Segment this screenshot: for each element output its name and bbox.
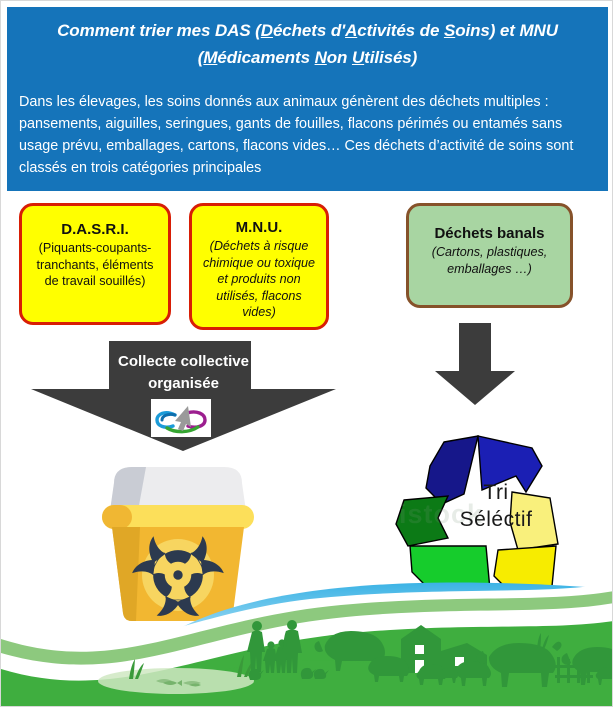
title-initial-d: D <box>260 21 273 40</box>
title-seg: échets d' <box>272 21 346 40</box>
title-initial-u: U <box>351 48 365 67</box>
title-seg: Comment trier mes DAS ( <box>57 21 261 40</box>
farm-landscape-illustration <box>1 582 612 706</box>
category-subtitle-mnu: (Déchets à risque chimique ou toxique et… <box>202 239 315 319</box>
page-title-line1: Comment trier mes DAS (Déchets d'Activit… <box>57 21 558 40</box>
dechets-banals-arrow <box>435 323 515 405</box>
sharps-container-illustration <box>76 453 266 623</box>
category-box-dasri: D.A.S.R.I. (Piquants-coupants-tranchants… <box>19 203 171 325</box>
category-subtitle-dasri: (Piquants-coupants-tranchants, éléments … <box>36 241 154 288</box>
page-title-line2: (Médicaments Non Utilisés) <box>197 48 418 67</box>
category-title-dechets-banals: Déchets banals <box>434 225 545 242</box>
title-initial-a: A <box>345 21 358 40</box>
header-panel: Comment trier mes DAS (Déchets d'Activit… <box>7 7 608 191</box>
title-seg: tilisés) <box>364 48 418 67</box>
title-initial-m: M <box>203 48 218 67</box>
collecte-logo-icon <box>151 399 211 437</box>
category-title-dasri: D.A.S.R.I. <box>61 221 129 238</box>
title-seg: ctivités de <box>357 21 444 40</box>
category-title-mnu: M.N.U. <box>235 219 283 236</box>
tri-selectif-label: Tri Séléctif <box>431 479 561 533</box>
tri-selectif-line2: Séléctif <box>459 508 533 531</box>
title-seg: oins) et MNU <box>455 21 558 40</box>
title-seg: on <box>326 48 352 67</box>
collecte-arrow <box>31 341 336 451</box>
title-seg: ( <box>197 48 204 67</box>
title-seg: édicaments <box>217 48 315 67</box>
title-initial-n: N <box>314 48 327 67</box>
title-initial-s: S <box>443 21 456 40</box>
tri-selectif-line1: Tri <box>483 481 509 504</box>
farm-landscape-banner <box>1 573 612 706</box>
down-arrow-icon <box>435 323 515 405</box>
category-subtitle-dechets-banals: (Cartons, plastiques, emballages …) <box>431 245 548 276</box>
recycling-arrows-icon <box>395 435 559 595</box>
page-title: Comment trier mes DAS (Déchets d'Activit… <box>21 17 594 71</box>
dasri-container-icon <box>102 467 254 621</box>
category-box-dechets-banals: Déchets banals (Cartons, plastiques, emb… <box>406 203 573 308</box>
collecte-organisee-logo <box>151 399 211 437</box>
category-box-mnu: M.N.U. (Déchets à risque chimique ou tox… <box>189 203 329 330</box>
intro-paragraph: Dans les élevages, les soins donnés aux … <box>19 94 574 176</box>
tri-selectif-illustration <box>386 426 571 601</box>
down-arrow-icon <box>31 341 336 451</box>
